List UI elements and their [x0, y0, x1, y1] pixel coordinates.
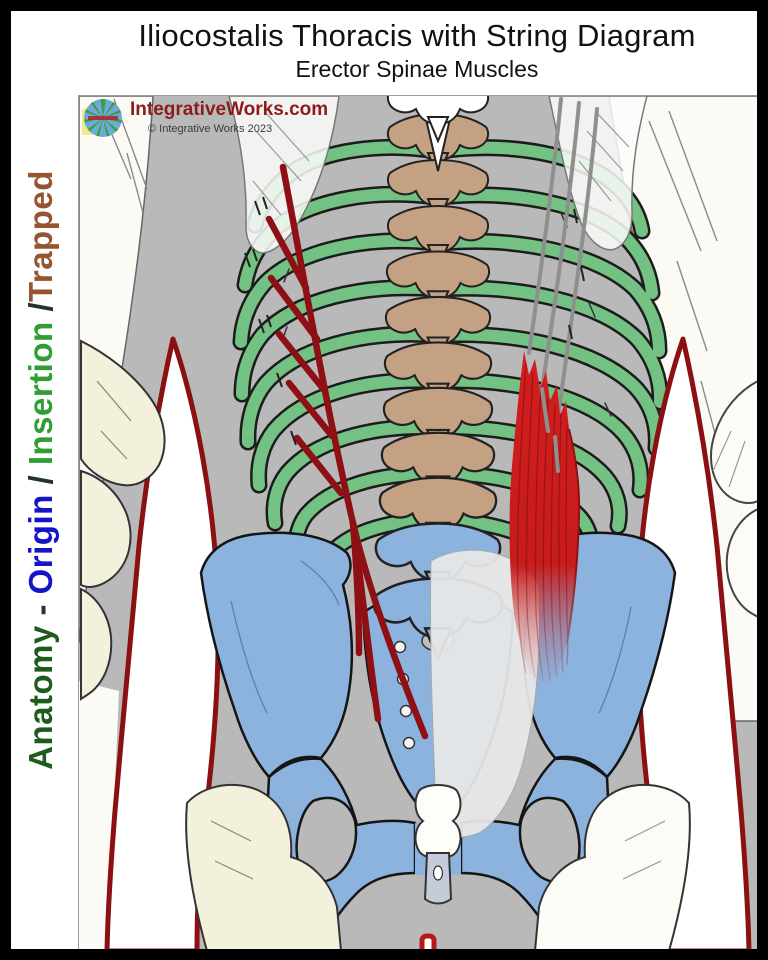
side-label-segment: Origin [22, 494, 59, 595]
c7-vertebra [386, 96, 490, 172]
coccyx [414, 784, 462, 905]
right-femur [534, 784, 691, 950]
page-title: Iliocostalis Thoracis with String Diagra… [138, 18, 696, 53]
page-subtitle: Erector Spinae Muscles [295, 55, 539, 82]
left-femur [185, 784, 342, 950]
anatomy-legend-label: Anatomy - Origin / Insertion /Trapped [22, 170, 60, 770]
bottom-red-marker [419, 933, 437, 950]
left-elbow-bones [80, 339, 166, 701]
copyright-line: © Integrative Works 2023 [148, 123, 273, 135]
iliocostalis-thoracis-muscle [509, 351, 581, 691]
string-tick-marks-left [244, 196, 297, 446]
side-label-segment: - [22, 594, 59, 626]
torso-illustration [78, 95, 758, 950]
string-tick-marks-right [568, 208, 585, 340]
gray-strings [527, 97, 599, 439]
string-diagram [265, 163, 429, 740]
side-label-segment: Trapped [22, 170, 59, 302]
header: Iliocostalis Thoracis with String Diagra… [78, 18, 756, 83]
side-label-segment: Anatomy [22, 625, 59, 770]
side-label-segment: / [22, 301, 59, 322]
right-elbow-bones [710, 379, 758, 619]
site-name: IntegrativeWorks.com [130, 99, 329, 120]
torso-illustration-svg [79, 96, 758, 950]
left-ilium [199, 531, 354, 779]
integrative-works-globe-logo [82, 99, 122, 137]
thoracic-spine [378, 113, 498, 552]
side-label-segment: / [22, 465, 59, 495]
gray-string-over-muscle [540, 387, 560, 473]
side-label-segment: Insertion [22, 321, 59, 466]
right-scapula [548, 96, 648, 251]
